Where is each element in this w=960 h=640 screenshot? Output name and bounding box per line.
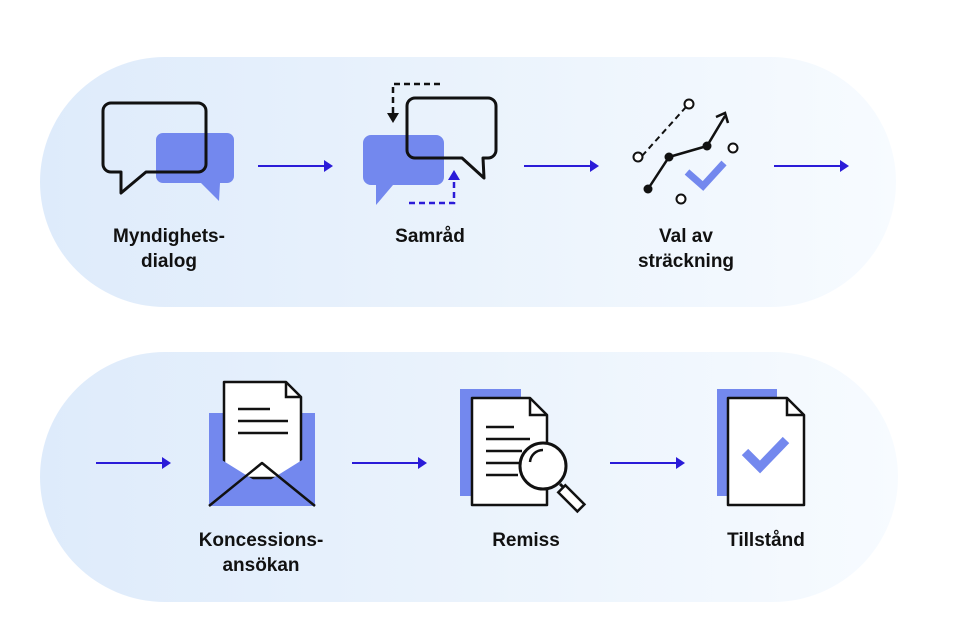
flow-arrow (610, 456, 686, 470)
step-label-line1: Samråd (395, 226, 465, 247)
step-label-remiss: Remiss (426, 528, 626, 553)
flow-arrow (774, 159, 850, 173)
step-label-samrad: Samråd (330, 224, 530, 249)
step-label-line2: dialog (141, 251, 197, 272)
flow-arrow (352, 456, 428, 470)
flow-arrow (258, 159, 334, 173)
step-label-myndighetsdialog: Myndighets- dialog (69, 224, 269, 274)
step-label-line2: sträckning (637, 251, 735, 272)
step-label-line1: Remiss (492, 530, 560, 551)
step-label-koncessionsansokan: Koncessions- ansökan (161, 528, 361, 578)
flow-arrow (96, 456, 172, 470)
step-label-val-av-strackning: Val av sträckning (586, 224, 786, 274)
step-label-line2: ansökan (222, 555, 300, 576)
step-label-line1: Tillstånd (727, 530, 805, 551)
step-label-line1: Koncessions- (198, 530, 324, 551)
step-label-line1: Val av (659, 226, 713, 247)
step-label-tillstand: Tillstånd (666, 528, 866, 553)
step-label-line1: Myndighets- (113, 226, 225, 247)
flow-arrow (524, 159, 600, 173)
